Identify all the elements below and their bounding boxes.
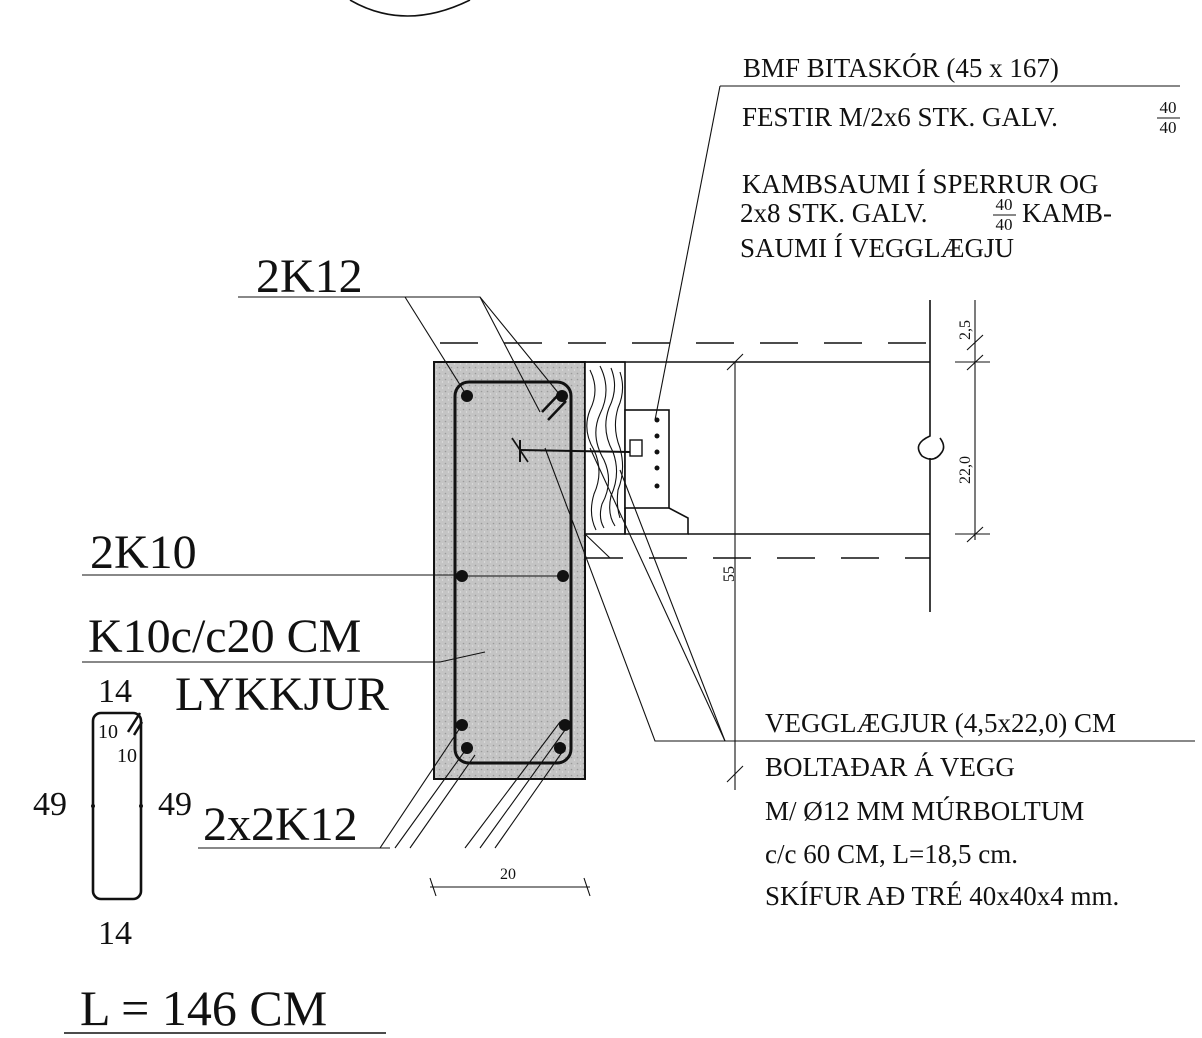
stirrup-left-dim: 49 [33, 786, 67, 823]
ledger-note-line-5: SKÍFUR AÐ TRÉ 40x40x4 mm. [765, 881, 1119, 911]
stirrup-sketch-hook [126, 712, 142, 733]
stirrup-sketch-hook-2 [132, 721, 144, 736]
rebar-bottom-right-1 [559, 719, 571, 731]
ledger-note-line-2: BOLTAÐAR Á VEGG [765, 752, 1015, 782]
hanger-note-line-5: KAMB- [1022, 198, 1112, 228]
label-bottom-bars: 2x2K12 [203, 798, 358, 851]
ledger-note-line-3: M/ Ø12 MM MÚRBOLTUM [765, 796, 1084, 826]
rebar-bottom-right-2 [554, 742, 566, 754]
dimension-right-group [955, 300, 990, 543]
ledger-note-line-4: c/c 60 CM, L=18,5 cm. [765, 839, 1018, 869]
label-length: L = 146 CM [80, 980, 327, 1036]
hanger-note-line-2: FESTIR M/2x6 STK. GALV. [742, 102, 1058, 132]
stirrup-right-dim: 49 [158, 786, 192, 823]
label-mid-bars: 2K10 [90, 526, 197, 579]
dimension-beam-width-label: 20 [500, 866, 516, 883]
stirrup-outline [453, 380, 573, 765]
anchor-bolt [511, 437, 631, 463]
stirrup-hook-dim-a: 10 [98, 721, 118, 743]
concrete-beam-section [433, 361, 586, 780]
leader-top-bars-2 [404, 296, 468, 397]
stirrup-top-dim: 14 [98, 673, 132, 710]
stirrup-bottom-dim: 14 [98, 915, 132, 952]
stirrup-hook-top-2 [547, 400, 567, 421]
label-top-bars: 2K12 [256, 250, 363, 303]
bmf-joist-hanger [624, 409, 689, 535]
break-line-symbol [917, 300, 945, 612]
leader-ledger-2 [589, 447, 726, 742]
leader-ledger-3 [619, 469, 726, 742]
fraction-num-1: 40 [1160, 98, 1177, 117]
hanger-note-line-4: 2x8 STK. GALV. [740, 198, 928, 228]
detail-reference-circle [349, 0, 471, 17]
ledger-note-line-1: VEGGLÆGJUR (4,5x22,0) CM [765, 708, 1116, 738]
label-stirrups-word: LYKKJUR [175, 668, 389, 721]
hanger-note-line-6: SAUMI Í VEGGLÆGJU [740, 233, 1014, 263]
fraction-den-1: 40 [1160, 118, 1177, 137]
leader-hanger [654, 85, 721, 421]
stirrup-sketch-mark-right [139, 804, 143, 808]
stirrup-hook-dim-b: 10 [117, 745, 137, 767]
leader-bottom-bars-2 [379, 724, 463, 849]
label-stirrups: K10c/c20 CM [88, 610, 361, 663]
leader-bottom-bars-6 [479, 729, 566, 849]
hanger-note-line-3: KAMBSAUMI Í SPERRUR OG [742, 169, 1098, 199]
dimension-beam-height-label: 55 [721, 566, 738, 582]
dimension-beam-height [585, 353, 745, 790]
dimension-offset-label: 2,5 [957, 320, 974, 340]
leader-bottom-bars-3 [394, 747, 468, 849]
fraction-den-2: 40 [996, 215, 1013, 234]
rafter-edge [584, 533, 611, 559]
dimension-beam-width [429, 877, 591, 897]
dimension-ledger-depth-label: 22,0 [957, 456, 974, 484]
leader-bottom-bars-7 [494, 747, 566, 849]
leader-ledger [544, 447, 1195, 742]
stirrup-sketch-mark-left [91, 804, 95, 808]
leader-stirrups [82, 651, 486, 663]
fraction-num-2: 40 [996, 195, 1013, 214]
leader-bottom-bars-5 [464, 721, 561, 849]
leader-top-bars-3 [479, 296, 541, 413]
wood-ledger [584, 361, 626, 535]
leader-bottom-bars-4 [409, 754, 476, 849]
hanger-note-line-1: BMF BITASKÓR (45 x 167) [743, 53, 1059, 83]
